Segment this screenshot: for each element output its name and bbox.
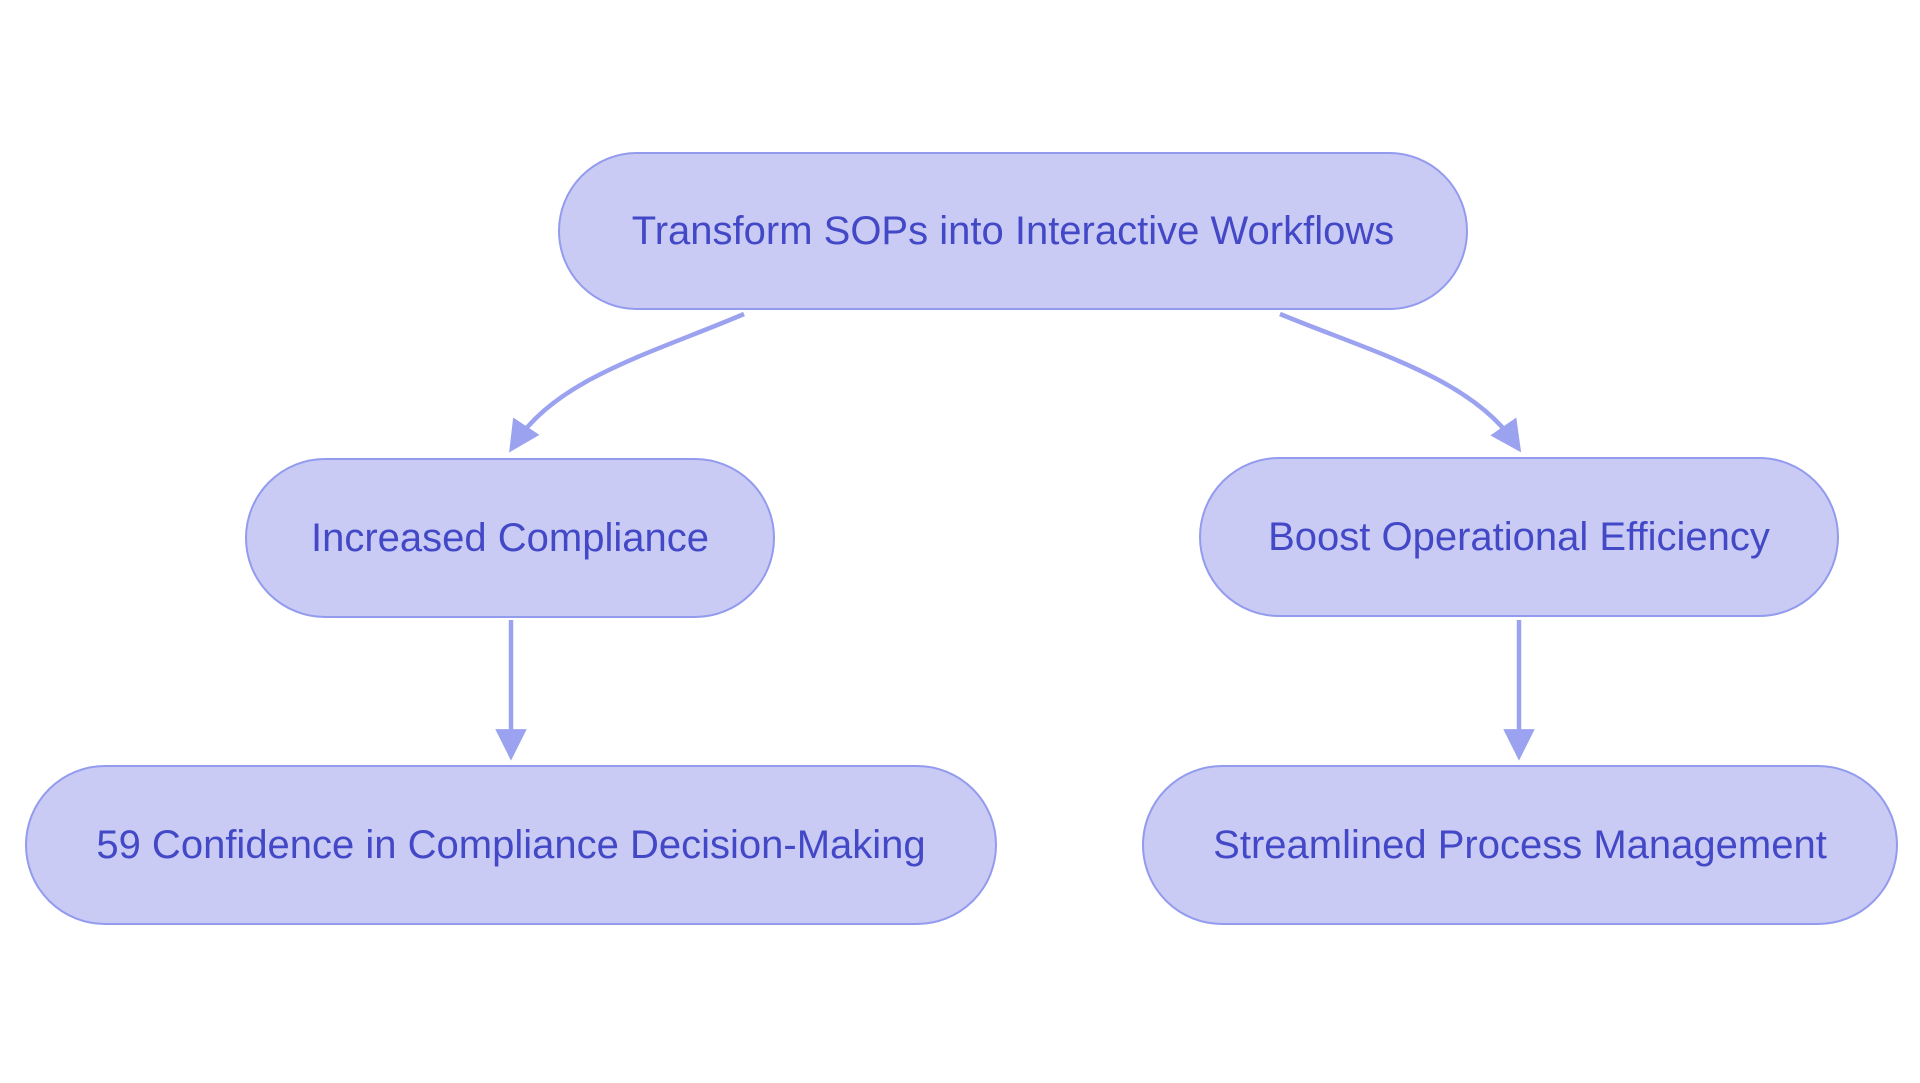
node-confidence-decision-making-label: 59 Confidence in Compliance Decision-Mak… [96, 823, 926, 867]
node-boost-operational-efficiency-label: Boost Operational Efficiency [1268, 515, 1770, 559]
edge-root-to-compliance [509, 311, 745, 453]
node-root-label: Transform SOPs into Interactive Workflow… [631, 209, 1395, 253]
node-confidence-decision-making: 59 Confidence in Compliance Decision-Mak… [25, 765, 997, 925]
edge-root-to-efficiency [1279, 311, 1522, 453]
node-increased-compliance-label: Increased Compliance [311, 516, 709, 560]
node-streamlined-process-management-label: Streamlined Process Management [1213, 823, 1827, 867]
node-root: Transform SOPs into Interactive Workflow… [558, 152, 1468, 310]
node-increased-compliance: Increased Compliance [245, 458, 775, 618]
node-streamlined-process-management: Streamlined Process Management [1142, 765, 1898, 925]
node-boost-operational-efficiency: Boost Operational Efficiency [1199, 457, 1839, 617]
